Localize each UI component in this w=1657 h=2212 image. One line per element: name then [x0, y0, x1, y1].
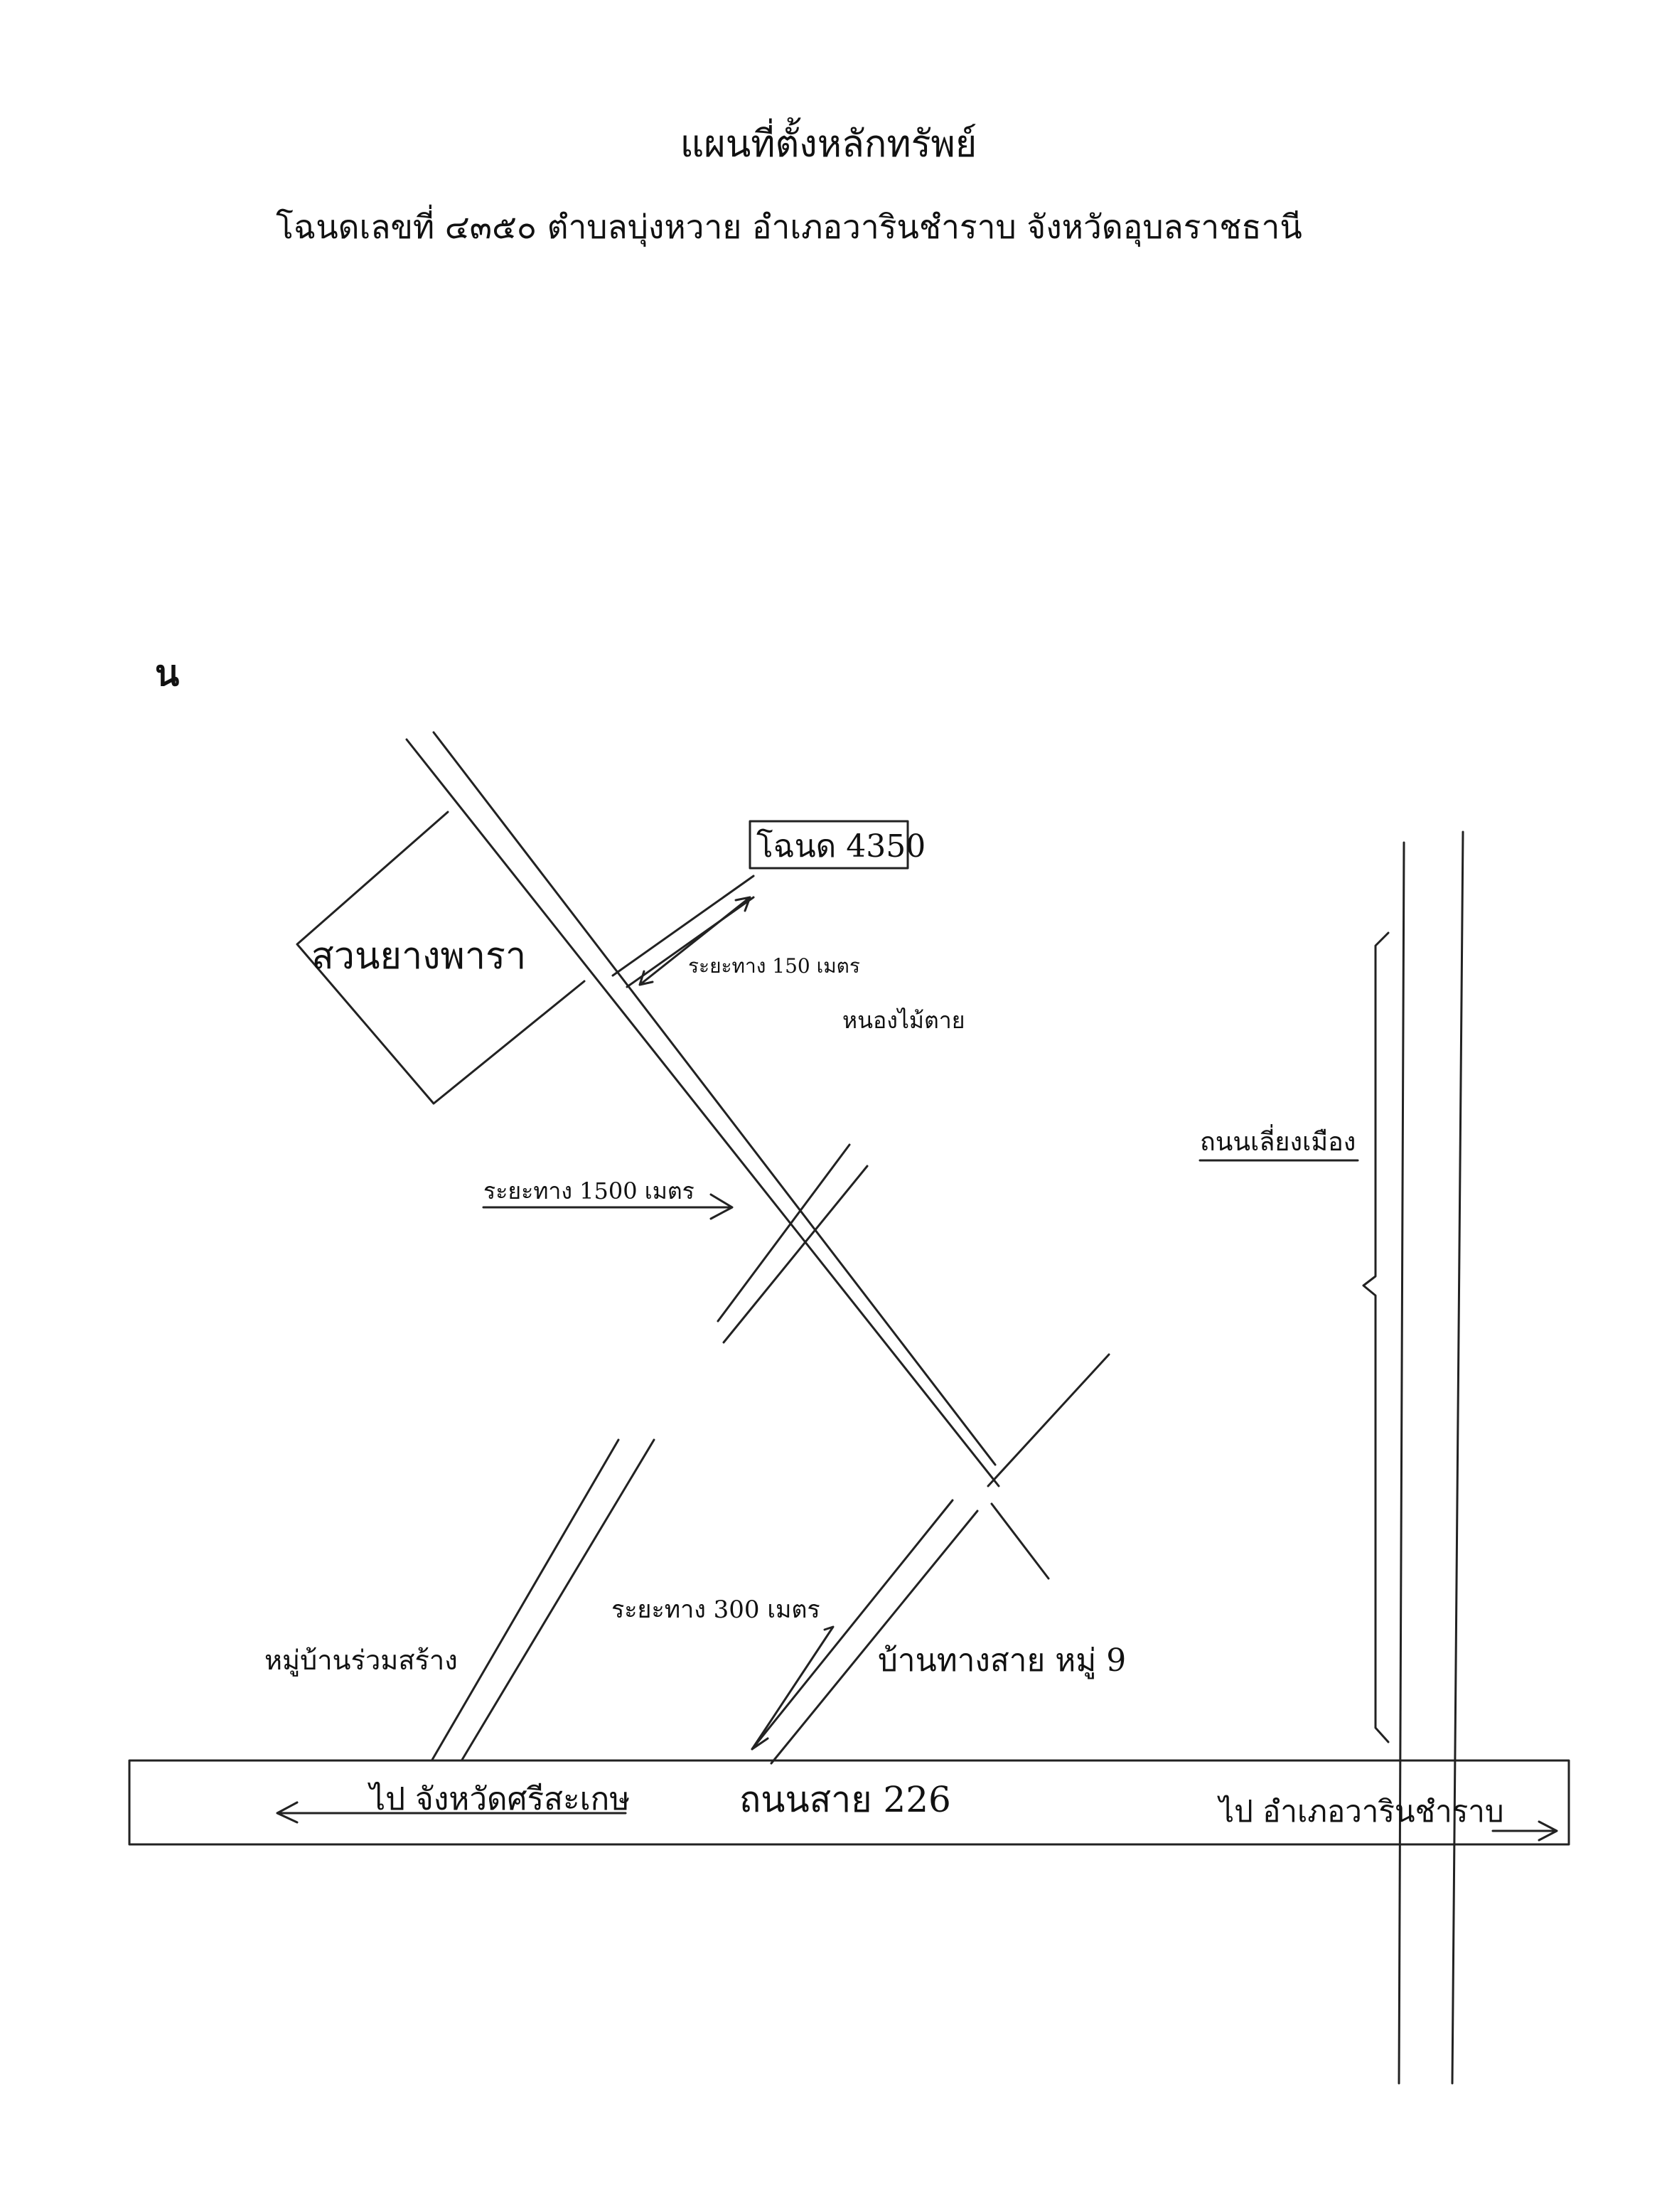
ban-ruam-sang-road [431, 1438, 655, 1761]
to-warin-label: ไป อำเภอวารินชำราบ [1217, 1794, 1504, 1829]
arrow-150 [638, 896, 751, 986]
to-sisaket-label: ไป จังหวัดศรีสะเกษ [368, 1781, 630, 1817]
bypass-brace [1362, 931, 1390, 1743]
deed-box [749, 820, 909, 870]
map-title: แผนที่ตั้งหลักทรัพย์ [680, 123, 977, 166]
ban-thang-sai-label: บ้านทางสาย หมู่ 9 [878, 1642, 1126, 1679]
nong-mai-tai-label: หนองไม้ตาย [842, 1007, 965, 1034]
distance-1500-label: ระยะทาง 1500 เมตร [483, 1177, 695, 1204]
cross-road-1500 [717, 1143, 869, 1344]
deed-label: โฉนด 4350 [756, 828, 926, 865]
north-marker: น [155, 652, 180, 694]
arrow-to-warin [1491, 1820, 1558, 1842]
distance-150-label: ระยะทาง 150 เมตร [688, 954, 860, 978]
ban-thang-sai-road [751, 1499, 979, 1765]
rubber-plantation-label: สวนยางพารา [311, 935, 526, 978]
bypass-road [1398, 830, 1464, 2085]
cross-road-end [987, 1353, 1110, 1580]
arrow-1500 [482, 1193, 734, 1220]
map-subtitle: โฉนดเลขที่ ๔๓๕๐ ตำบลบุ่งหวาย อำเภอวารินช… [276, 208, 1302, 246]
main-diagonal-road [405, 731, 1000, 1487]
distance-300-label: ระยะทาง 300 เมตร [611, 1596, 820, 1624]
ban-ruam-sang-label: หมู่บ้านร่วมสร้าง [264, 1645, 458, 1677]
bypass-road-label: ถนนเลี่ยงเมือง [1200, 1124, 1356, 1157]
rubber-plantation-parcel [296, 811, 586, 1105]
arrow-to-sisaket [276, 1801, 627, 1824]
highway-226 [128, 1759, 1570, 1846]
highway-226-label: ถนนสาย 226 [739, 1779, 951, 1820]
arrow-300 [751, 1625, 835, 1751]
